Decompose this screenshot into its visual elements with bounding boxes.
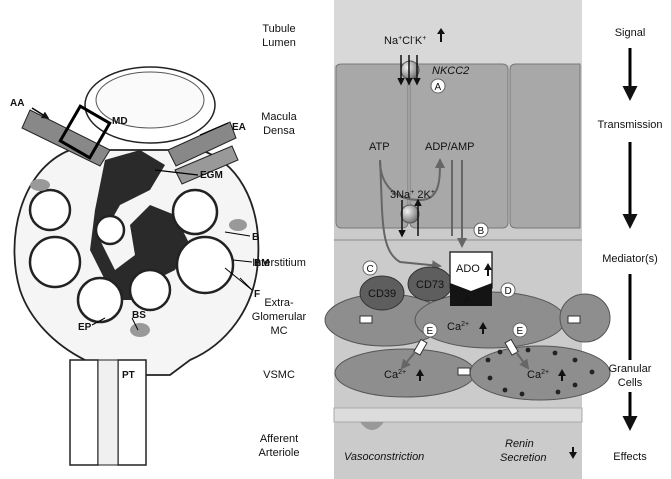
step-marker-e bbox=[512, 322, 528, 338]
ion-label: Na+Cl-K+ bbox=[384, 35, 426, 47]
gap-junction bbox=[457, 367, 471, 376]
zone-vsmc: VSMC bbox=[263, 369, 295, 381]
zone-interstitium: Interstitium bbox=[252, 257, 306, 269]
decrease-arrow-icon bbox=[569, 447, 577, 459]
podocyte bbox=[229, 219, 247, 231]
label-bm: BM bbox=[254, 258, 270, 269]
na-k-pump bbox=[400, 204, 420, 224]
ca-label-emc: Ca2+ bbox=[447, 321, 469, 333]
svg-text:D: D bbox=[505, 286, 512, 297]
afferent-arteriole bbox=[21, 109, 111, 167]
stage-mediators: Mediator(s) bbox=[602, 253, 658, 265]
pump-label: 3Na+ 2K+ bbox=[390, 189, 435, 201]
increase-arrow-icon bbox=[558, 369, 566, 381]
increase-arrow-icon bbox=[437, 28, 445, 42]
a1-receptor bbox=[450, 283, 492, 306]
label-bs: BS bbox=[132, 310, 146, 321]
cd73-label: CD73 bbox=[416, 279, 444, 291]
a1-label: A1 bbox=[463, 294, 475, 308]
capillary-loop bbox=[128, 268, 172, 312]
atp-label: ATP bbox=[369, 141, 390, 153]
label-f: F bbox=[254, 289, 260, 300]
label-pt: PT bbox=[122, 370, 135, 381]
proximal-tubule bbox=[117, 359, 147, 466]
stage-axis: Signal Transmission Mediator(s) Granular… bbox=[598, 27, 663, 463]
proximal-tubule-lumen bbox=[97, 359, 119, 466]
macula-densa-box bbox=[58, 104, 112, 160]
svg-text:C: C bbox=[367, 264, 374, 275]
cd39-enzyme bbox=[359, 275, 405, 311]
endothelium bbox=[333, 407, 583, 423]
label-ep: EP bbox=[78, 322, 92, 333]
svg-text:E: E bbox=[427, 326, 434, 337]
increase-arrow-icon bbox=[479, 322, 487, 334]
svg-text:E: E bbox=[517, 326, 524, 337]
capillary-loop bbox=[94, 214, 126, 246]
nkcc2-label: NKCC2 bbox=[432, 65, 469, 77]
channel bbox=[504, 338, 519, 356]
glomerulus-illustration: AA MD EA EGM B BM F EP BS PT bbox=[10, 66, 270, 466]
label-ea: EA bbox=[232, 122, 246, 133]
stage-transmission: Transmission bbox=[598, 119, 663, 131]
gap-junction bbox=[359, 315, 373, 324]
capillary-loop bbox=[175, 235, 235, 295]
label-b: B bbox=[252, 232, 259, 243]
channel bbox=[413, 338, 428, 356]
increase-arrow-icon bbox=[416, 369, 424, 381]
ca-label-vsmc: Ca2+ bbox=[384, 369, 406, 381]
adp-amp-label: ADP/AMP bbox=[425, 141, 475, 153]
mechanism-panel: Na+Cl-K+ NKCC2 ATP ADP/AMP 3Na+ 2K+ CD39… bbox=[324, 0, 611, 479]
capillary-loop bbox=[28, 188, 72, 232]
vasoconstriction-label: Vasoconstriction bbox=[344, 451, 424, 463]
label-md: MD bbox=[112, 116, 128, 127]
ado-label: ADO bbox=[456, 263, 480, 275]
podocyte bbox=[30, 179, 50, 191]
svg-text:B: B bbox=[478, 226, 485, 237]
stage-signal: Signal bbox=[615, 27, 646, 39]
emc-cell bbox=[559, 293, 611, 343]
macula-densa-cell bbox=[509, 63, 581, 229]
label-egm: EGM bbox=[200, 170, 223, 181]
capillary-loop bbox=[171, 188, 219, 236]
podocyte bbox=[130, 323, 150, 337]
mesangium bbox=[90, 150, 190, 300]
proximal-tubule bbox=[69, 359, 99, 466]
step-markers: A B C D E E bbox=[362, 78, 528, 338]
distal-tubule-lumen bbox=[95, 71, 205, 129]
stage-effects: Effects bbox=[613, 451, 647, 463]
capillary-loop bbox=[28, 235, 82, 289]
ca-label-granular: Ca2+ bbox=[527, 369, 549, 381]
step-marker-c bbox=[362, 260, 378, 276]
step-marker-d bbox=[500, 282, 516, 298]
step-marker-a bbox=[430, 78, 446, 94]
endothelial-bump bbox=[360, 422, 384, 430]
step-marker-e bbox=[422, 322, 438, 338]
step-marker-b bbox=[473, 222, 489, 238]
capillary-loop bbox=[76, 276, 124, 324]
increase-arrow-icon bbox=[484, 263, 492, 276]
renin-granules bbox=[485, 347, 595, 397]
gap-junction bbox=[567, 315, 581, 324]
svg-text:A: A bbox=[435, 82, 442, 93]
label-aa: AA bbox=[10, 98, 24, 109]
cd39-label: CD39 bbox=[368, 288, 396, 300]
